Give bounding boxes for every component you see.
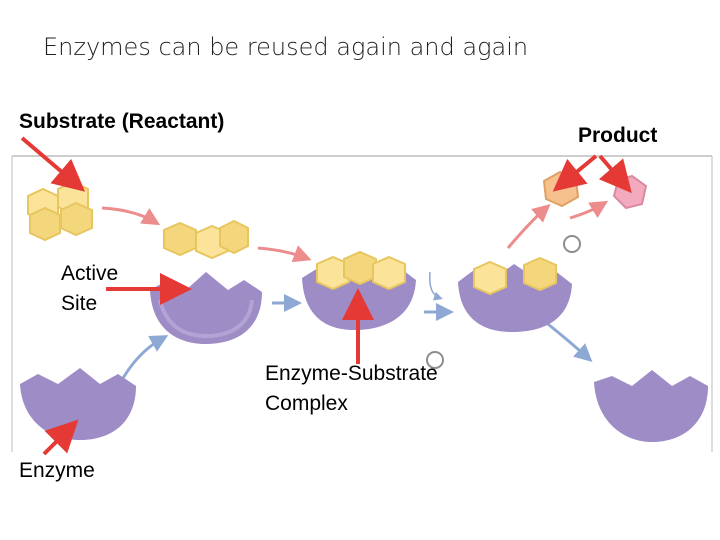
enzyme-active-site: [150, 272, 262, 344]
complex-label-line2: Complex: [265, 392, 348, 416]
product-release-arrow-2: [569, 200, 609, 220]
active-site-label-line1: Active: [61, 262, 119, 285]
complex-label-line1: Enzyme-Substrate: [265, 362, 438, 385]
substrate-molecule-approaching: [163, 219, 249, 260]
water-molecule-circle: [563, 235, 581, 253]
enzyme-product-complex-shape: [458, 256, 572, 332]
substrate-flow-arrow: [101, 206, 161, 226]
enzyme-pointer-arrow: [42, 419, 79, 456]
enzyme-free-left: [20, 368, 136, 440]
product-release-arrow: [506, 204, 551, 249]
product-pointer-arrow-right: [598, 154, 632, 194]
active-site-label: Active Site: [61, 259, 118, 320]
enzyme-label: Enzyme: [19, 459, 95, 482]
water-molecule-circle-2: [426, 351, 444, 369]
substrate-pointer-arrow: [20, 136, 86, 192]
enzyme-free-right: [594, 370, 708, 442]
substrate-label: Substrate (Reactant): [19, 110, 225, 133]
product-label: Product: [578, 124, 658, 147]
annotation-arrows: [20, 136, 632, 456]
product-pointer-arrow-left: [552, 154, 598, 192]
active-site-label-line2: Site: [61, 292, 98, 316]
substrate-approach-arrow: [257, 245, 312, 263]
conformation-change-mark: [428, 271, 443, 301]
enzyme-substrate-complex-label: Enzyme-Substrate Complex: [265, 359, 438, 420]
reuse-arrow: [120, 335, 169, 381]
substrate-molecule-free: [27, 180, 93, 242]
slide-title: Enzymes can be reused again and again: [43, 33, 529, 61]
